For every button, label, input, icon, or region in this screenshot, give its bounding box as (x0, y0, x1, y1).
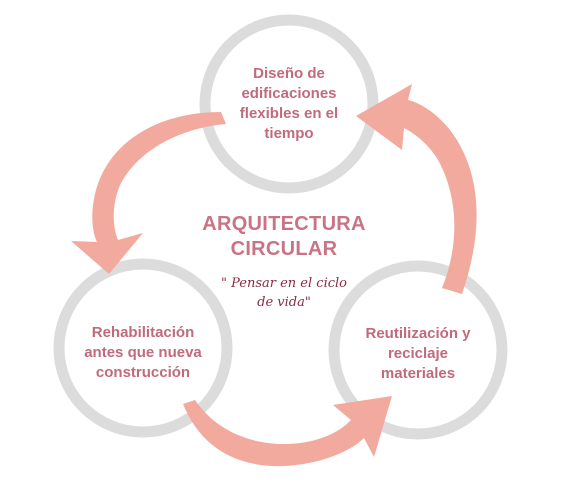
ring-right (328, 260, 508, 440)
arrow-top-to-left (71, 112, 226, 274)
arrow-right-to-top (356, 84, 477, 294)
ring-top (199, 14, 379, 194)
node-left-label: Rehabilitación antes que nueva construcc… (84, 324, 202, 381)
arrow-left-to-right (183, 396, 392, 467)
center-subtitle: " Pensar en el ciclo de vida" (221, 276, 347, 310)
node-right-label: Reutilización y reciclaje materiales (365, 325, 471, 382)
ring-left (53, 258, 233, 438)
center-title: ARQUITECTURA CIRCULAR (202, 213, 366, 260)
node-top-label: Diseño de edificaciones flexibles en el … (239, 65, 339, 142)
